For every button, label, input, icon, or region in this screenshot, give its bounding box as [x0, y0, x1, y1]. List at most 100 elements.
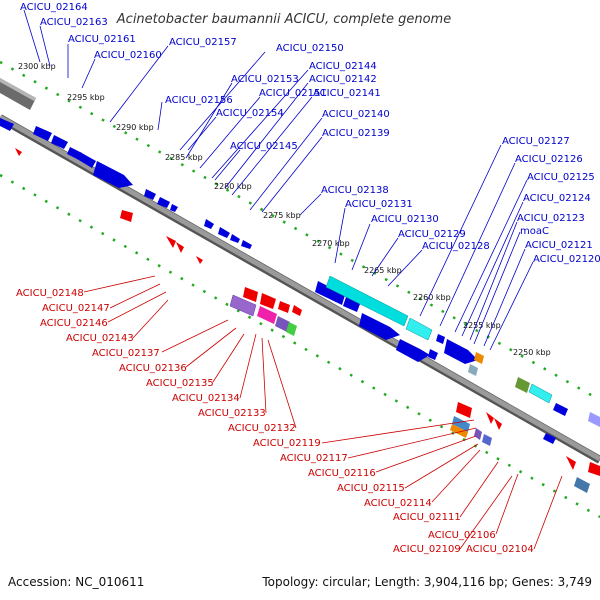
- forward-gene: [157, 197, 170, 208]
- forward-gene: [241, 240, 252, 249]
- gene-label: ACICU_02139: [322, 128, 390, 139]
- blue-gene-labels: ACICU_02164 ACICU_02163 ACICU_02161 ACIC…: [20, 2, 600, 265]
- forward-gene: [553, 403, 568, 416]
- forward-gene: [343, 297, 360, 312]
- gene-label: ACICU_02115: [337, 483, 405, 494]
- forward-gene: [51, 135, 68, 149]
- gene-label: ACICU_02128: [422, 241, 490, 252]
- accession-text: Accession: NC_010611: [8, 575, 144, 589]
- gene-label: ACICU_02127: [502, 136, 570, 147]
- gene-label: ACICU_02106: [428, 530, 496, 541]
- reverse-gene: [588, 462, 600, 476]
- forward-gene: [396, 339, 430, 362]
- grey-feature-block: [0, 78, 36, 110]
- forward-gene: [144, 189, 156, 200]
- inner-tick-line: [0, 173, 600, 519]
- gene-label: ACICU_02163: [40, 17, 108, 28]
- forward-strand-genes: [0, 118, 568, 444]
- gene-label: ACICU_02120: [533, 254, 600, 265]
- gene-label: ACICU_02136: [119, 363, 187, 374]
- forward-gene: [0, 118, 14, 131]
- reverse-gene: [15, 148, 22, 156]
- reverse-gene: [278, 301, 290, 313]
- reverse-gene: [176, 242, 184, 253]
- gene-label: ACICU_02111: [393, 512, 461, 523]
- kbp-tick-label: 2265 kbp: [364, 266, 402, 275]
- lower-colored-features: [229, 294, 492, 446]
- gene-label: ACICU_02138: [321, 185, 389, 196]
- gene-label: ACICU_02124: [523, 193, 591, 204]
- gene-label: moaC: [520, 226, 549, 237]
- gene-label: ACICU_02160: [94, 50, 162, 61]
- reverse-gene: [486, 412, 494, 424]
- forward-gene: [218, 227, 230, 238]
- forward-gene: [428, 349, 438, 360]
- forward-gene: [93, 161, 133, 188]
- gene-label: ACICU_02131: [345, 199, 413, 210]
- gene-label: ACICU_02144: [309, 61, 377, 72]
- gene-label: ACICU_02126: [515, 154, 583, 165]
- gene-label: ACICU_02157: [169, 37, 237, 48]
- reverse-gene: [566, 456, 576, 470]
- gene-label: ACICU_02146: [40, 318, 108, 329]
- gene-label: ACICU_02119: [253, 438, 321, 449]
- forward-gene: [33, 126, 52, 141]
- kbp-tick-label: 2290 kbp: [116, 123, 154, 132]
- forward-gene: [444, 339, 478, 364]
- gene-label: ACICU_02141: [313, 88, 381, 99]
- gene-label: ACICU_02150: [276, 43, 344, 54]
- gene-label: ACICU_02142: [309, 74, 377, 85]
- gene-label: ACICU_02133: [198, 408, 266, 419]
- reverse-gene: [243, 287, 258, 302]
- forward-gene: [359, 313, 400, 340]
- cyan-feature-block: [325, 275, 553, 404]
- gene-label: ACICU_02156: [165, 95, 233, 106]
- forward-gene: [315, 281, 345, 305]
- forward-gene: [543, 433, 556, 444]
- reverse-gene: [166, 236, 176, 248]
- gene-label: ACICU_02121: [525, 240, 593, 251]
- forward-gene: [230, 234, 240, 243]
- reverse-gene: [260, 293, 276, 309]
- gene-label: ACICU_02132: [228, 423, 296, 434]
- gene-label: ACICU_02114: [364, 498, 432, 509]
- gene-label: ACICU_02154: [216, 108, 284, 119]
- gene-label: ACICU_02134: [172, 393, 240, 404]
- kbp-tick-label: 2275 kbp: [263, 211, 301, 220]
- reverse-gene: [120, 210, 133, 222]
- reverse-strand-genes: [15, 148, 600, 476]
- gene-label: ACICU_02140: [322, 109, 390, 120]
- map-title: Acinetobacter baumannii ACICU, complete …: [116, 12, 451, 27]
- kbp-tick-label: 2280 kbp: [214, 182, 252, 191]
- forward-gene: [170, 204, 178, 212]
- gene-label: ACICU_02125: [527, 172, 595, 183]
- gene-label: ACICU_02129: [398, 229, 466, 240]
- kbp-tick-label: 2285 kbp: [165, 153, 203, 162]
- forward-gene: [77, 152, 96, 168]
- gene-label: ACICU_02148: [16, 288, 84, 299]
- blue-leaders: [23, 9, 534, 351]
- gene-label: ACICU_02135: [146, 378, 214, 389]
- kbp-tick-label: 2260 kbp: [413, 293, 451, 302]
- gene-label: ACICU_02109: [393, 544, 461, 555]
- outer-tick-line: [0, 60, 600, 402]
- gene-label: ACICU_02153: [231, 74, 299, 85]
- red-leaders: [83, 275, 563, 550]
- gene-label: ACICU_02116: [308, 468, 376, 479]
- kbp-tick-label: 2250 kbp: [513, 348, 551, 357]
- kbp-tick-label: 2270 kbp: [312, 239, 350, 248]
- red-gene-labels: ACICU_02148 ACICU_02147 ACICU_02146 ACIC…: [16, 288, 534, 555]
- genome-summary-text: Topology: circular; Length: 3,904,116 bp…: [261, 575, 592, 589]
- gene-label: ACICU_02143: [66, 333, 134, 344]
- reverse-gene: [456, 402, 472, 418]
- gene-label: ACICU_02145: [230, 141, 298, 152]
- gene-label: ACICU_02147: [42, 303, 110, 314]
- forward-gene: [204, 219, 214, 229]
- reverse-gene: [292, 305, 302, 316]
- gene-label: ACICU_02117: [280, 453, 348, 464]
- gene-label: ACICU_02137: [92, 348, 160, 359]
- kbp-tick-label: 2300 kbp: [18, 62, 56, 71]
- reverse-gene: [494, 418, 502, 430]
- misc-features: [468, 352, 600, 493]
- gene-label: ACICU_02161: [68, 34, 136, 45]
